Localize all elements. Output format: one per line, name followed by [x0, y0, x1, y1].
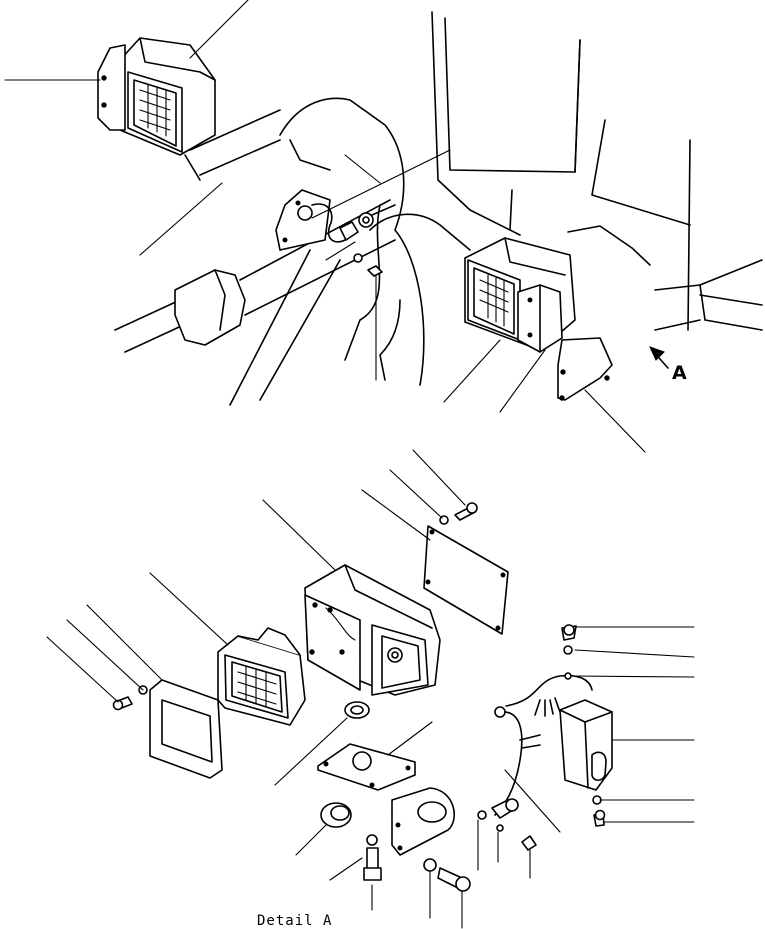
cover-plate [423, 525, 509, 635]
detail-caption: Detail A [257, 913, 333, 929]
rear-lamp [559, 624, 613, 827]
grommet [344, 701, 370, 719]
gasket-bolt [112, 685, 148, 711]
lamp-upper-right [464, 237, 613, 401]
view-arrow [649, 346, 669, 369]
bottom-hardware [363, 834, 471, 892]
leader-lines-detail [46, 449, 695, 929]
lamp-housing [304, 564, 441, 696]
mount-bracket-upper [275, 189, 396, 277]
mount-bracket-detail [317, 743, 456, 856]
cab-outline [431, 11, 763, 331]
view-letter: A [672, 362, 687, 384]
wiring-harness [477, 672, 593, 851]
frame-body [229, 97, 425, 406]
leader-lines-upper [4, 0, 646, 453]
lamp-unit [217, 627, 306, 726]
rubber-bushing [320, 802, 352, 828]
lamp-gasket [149, 679, 223, 779]
cover-screws [439, 502, 478, 525]
lamp-upper-left [97, 37, 216, 156]
